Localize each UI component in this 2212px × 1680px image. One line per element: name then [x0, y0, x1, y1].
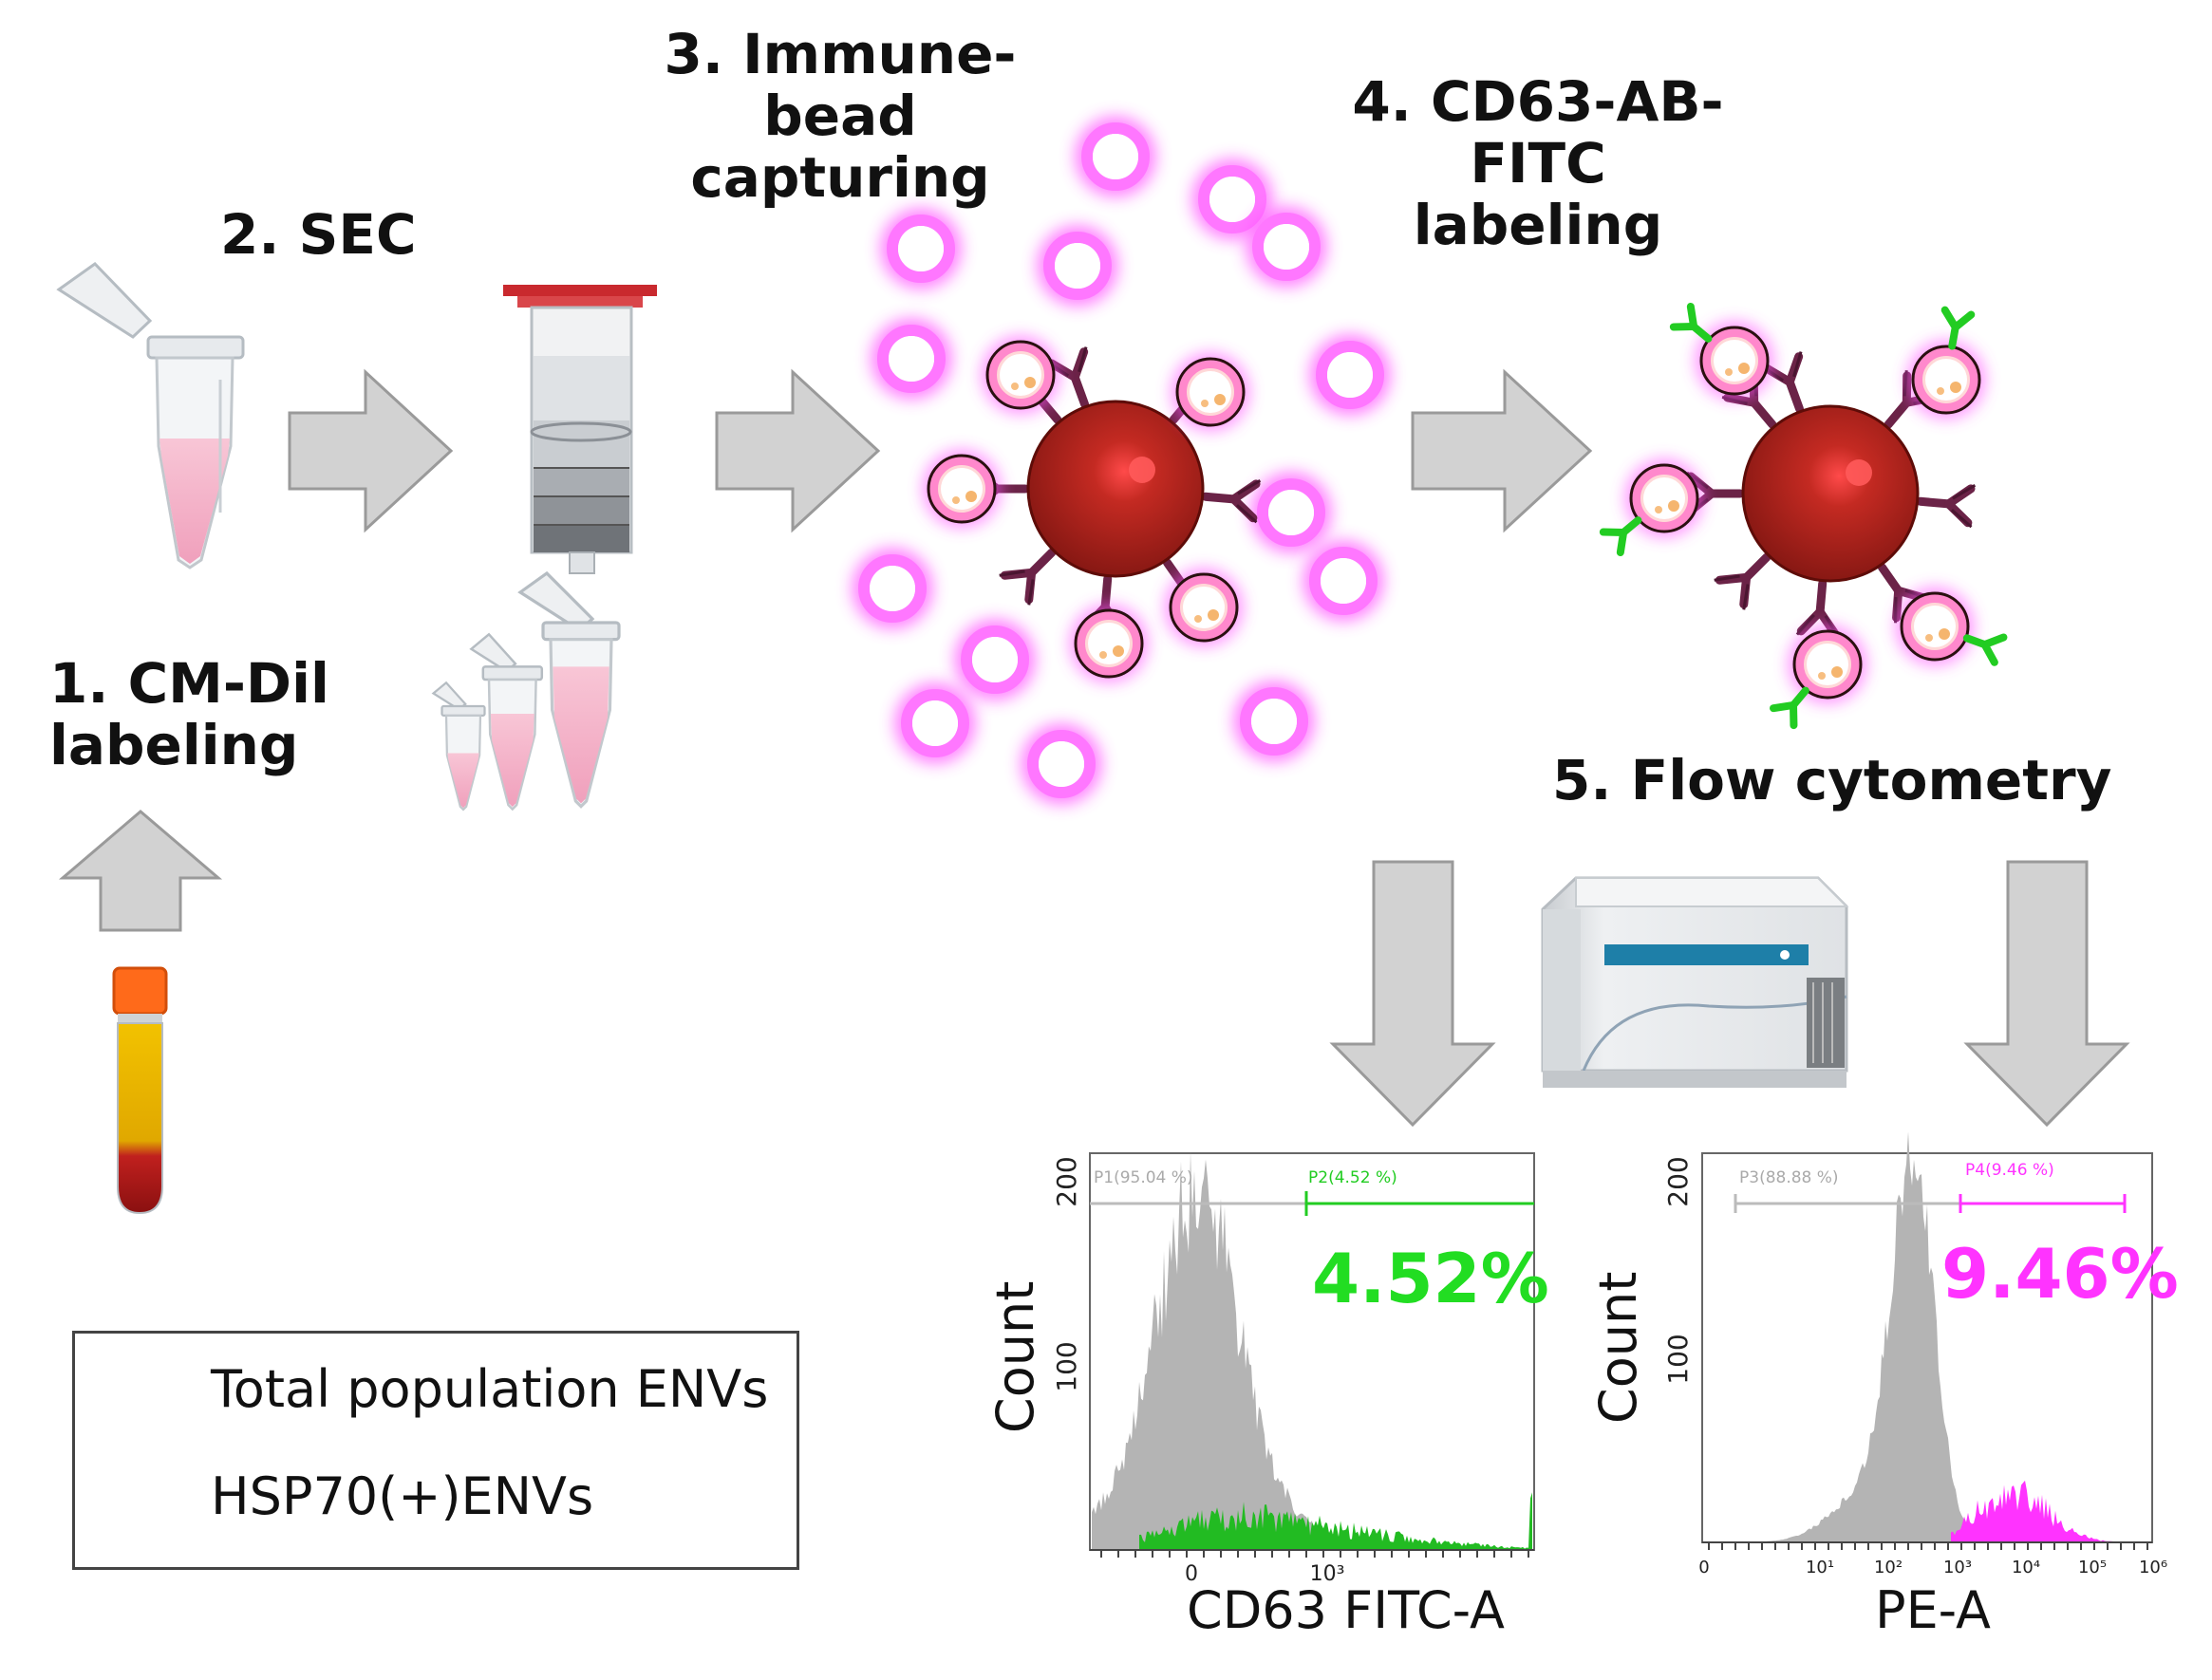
right-xtick-3: 10³ [1943, 1558, 1972, 1577]
left-xtick-1000: 10³ [1310, 1562, 1345, 1586]
gate-p3-label: P3(88.88 %) [1739, 1168, 1839, 1187]
step1-line1: 1. CM-Dil [49, 651, 329, 716]
fraction-tubes-icon [431, 570, 621, 812]
legend-total-label: Total population ENVs [211, 1359, 769, 1419]
step4-label: 4. CD63-AB- FITC labeling [1339, 71, 1737, 256]
step1-line2: labeling [49, 712, 299, 777]
left-xtick-0: 0 [1185, 1562, 1198, 1586]
step5-label: 5. Flow cytometry [1552, 748, 2112, 812]
step3-label: 3. Immune-bead capturing [589, 24, 1092, 209]
gate-p1-label: P1(95.04 %) [1094, 1168, 1193, 1187]
arrow-right-2 [715, 368, 881, 533]
histogram-left-main-peak [1092, 1151, 1532, 1550]
left-ytick-100: 100 [1051, 1341, 1082, 1391]
percent-pe: 9.46% [1941, 1234, 2179, 1314]
arrow-up [58, 810, 223, 932]
step4-line2: FITC [1470, 130, 1606, 196]
step3-line1: 3. Immune-bead [664, 22, 1017, 148]
step4-line3: labeling [1413, 192, 1663, 257]
gate-p4-label: P4(9.46 %) [1965, 1161, 2054, 1180]
step4-line1: 4. CD63-AB- [1352, 69, 1724, 134]
right-xaxis-title: PE-A [1875, 1580, 1991, 1640]
histogram-right-ticks [1708, 1542, 2148, 1550]
blood-tube-icon [112, 966, 168, 1215]
right-ytick-100: 100 [1662, 1334, 1694, 1384]
right-ytick-200: 200 [1662, 1156, 1694, 1206]
sec-column-icon [503, 285, 657, 574]
left-yaxis-title: Count [985, 1280, 1045, 1433]
left-xaxis-title: CD63 FITC-A [1187, 1580, 1505, 1640]
percent-fitc: 4.52% [1312, 1239, 1549, 1318]
flow-cytometer-icon [1541, 876, 1849, 1088]
right-xtick-2: 10² [1874, 1558, 1903, 1577]
arrow-right-1 [288, 368, 454, 533]
histogram-right [1701, 1131, 2153, 1543]
arrow-down-left [1329, 860, 1496, 1128]
step1-label: 1. CM-Dil labeling [49, 653, 329, 776]
histogram-right-pe-peak [1951, 1480, 2136, 1542]
legend [72, 1331, 799, 1570]
labeled-bead-step4 [1603, 307, 2004, 725]
arrow-down-right [1963, 860, 2130, 1128]
right-yaxis-title: Count [1588, 1271, 1648, 1424]
step3-line2: capturing [690, 144, 990, 210]
arrow-right-3 [1411, 368, 1593, 533]
right-xtick-5: 10⁵ [2078, 1558, 2107, 1577]
left-ytick-200: 200 [1051, 1156, 1082, 1206]
step2-label: 2. SEC [220, 202, 417, 267]
legend-hsp70-label: HSP70(+)ENVs [211, 1466, 594, 1526]
histogram-left-fitc-peak [1139, 1492, 1532, 1550]
right-xtick-1: 10¹ [1806, 1558, 1834, 1577]
eppendorf-tube-icon [56, 262, 245, 569]
immune-bead-step3 [928, 342, 1260, 677]
histogram-left [1089, 1151, 1535, 1551]
gate-p2-label: P2(4.52 %) [1308, 1168, 1397, 1187]
right-xtick-0: 0 [1698, 1558, 1709, 1577]
histogram-left-ticks [1100, 1550, 1529, 1558]
right-xtick-6: 10⁶ [2139, 1558, 2167, 1577]
histogram-right-main-peak [1756, 1131, 1965, 1542]
right-xtick-4: 10⁴ [2012, 1558, 2040, 1577]
